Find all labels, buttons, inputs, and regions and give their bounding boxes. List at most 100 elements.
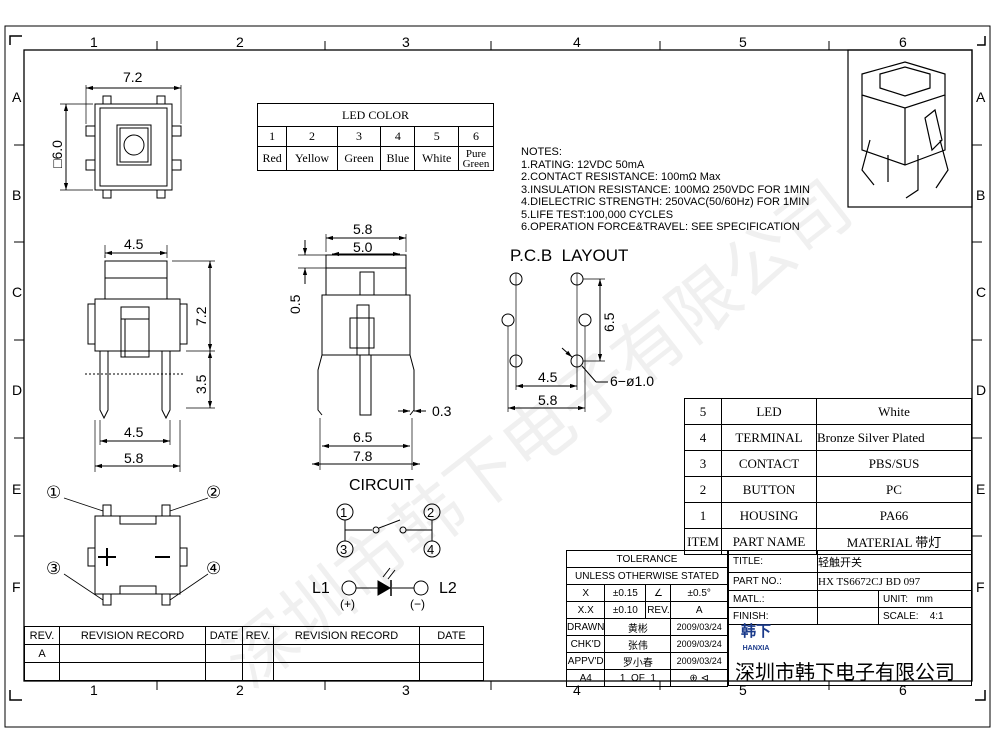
circuit-pin-1: 1 xyxy=(340,505,347,520)
svg-text:B: B xyxy=(12,187,21,203)
led-color: Red xyxy=(256,146,288,171)
part-name: BUTTON xyxy=(721,476,817,503)
isometric-view xyxy=(847,49,973,208)
tol-angle-value: ±0.5° xyxy=(670,584,728,602)
bottom-pin-3: ③ xyxy=(46,559,61,578)
front-dim-width: 5.8 xyxy=(124,450,144,466)
led-num: 1 xyxy=(256,126,288,147)
svg-text:4: 4 xyxy=(573,682,581,698)
pcb-layout-title: P.C.B LAYOUT xyxy=(510,246,628,265)
svg-text:A: A xyxy=(12,89,22,105)
note-line: 5.LIFE TEST:100,000 CYCLES xyxy=(521,208,674,221)
led-num: 3 xyxy=(336,126,382,147)
rev-header: REVISION RECORD xyxy=(273,626,420,645)
rev-header: DATE xyxy=(205,626,243,645)
chkd-label: CHK'D xyxy=(565,635,606,653)
note-line: 6.OPERATION FORCE&TRAVEL: SEE SPECIFICAT… xyxy=(521,221,800,233)
svg-text:F: F xyxy=(12,579,21,595)
apprvd-name: 罗小春 xyxy=(604,652,672,670)
tol-rev-label: REV. xyxy=(645,601,672,619)
revision-table: REV. REVISION RECORD DATE REV. REVISION … xyxy=(24,626,484,681)
pcb-hole-label: 6−ø1.0 xyxy=(610,373,654,389)
svg-text:E: E xyxy=(976,481,985,497)
apprvd-label: APPV'D xyxy=(565,652,606,670)
part-item: 2 xyxy=(684,476,722,503)
led-num: 2 xyxy=(286,126,338,147)
title-value: 轻触开关 xyxy=(817,550,972,573)
svg-text:1: 1 xyxy=(90,34,98,50)
tol-x-value: ±0.15 xyxy=(604,584,647,602)
svg-text:3: 3 xyxy=(402,34,410,50)
inner-border xyxy=(23,49,973,682)
note-line: 2.CONTACT RESISTANCE: 100mΩ Max xyxy=(521,171,721,183)
part-no-label: PART NO.: xyxy=(728,572,818,591)
bottom-pin-2: ② xyxy=(206,483,221,502)
outer-border xyxy=(4,25,991,728)
part-name: CONTACT xyxy=(721,450,817,477)
drawn-label: DRAWN xyxy=(565,618,606,636)
led-num: 4 xyxy=(380,126,416,147)
led-color-title: LED COLOR xyxy=(257,103,494,127)
bottom-pin-4: ④ xyxy=(206,559,221,578)
svg-text:5: 5 xyxy=(739,34,747,50)
unit-label: UNIT: xyxy=(883,593,908,605)
led-left-label: L1 xyxy=(312,580,330,597)
top-view-width-label: 7.2 xyxy=(123,69,143,85)
part-material: White xyxy=(816,398,972,425)
led-num: 5 xyxy=(414,126,459,147)
rev-header: REV. xyxy=(242,626,274,645)
sheet-size: A4 xyxy=(565,669,606,687)
unit-cell: UNIT: mm xyxy=(878,590,972,608)
side-dim-inner: 5.0 xyxy=(353,239,373,255)
projection-icon: ⊕ ⊲ xyxy=(670,669,728,687)
company-logo: 韩下 HANXIA xyxy=(741,624,771,656)
front-dim-pin-span: 4.5 xyxy=(124,424,144,440)
svg-text:2: 2 xyxy=(236,34,244,50)
svg-text:C: C xyxy=(12,284,22,300)
top-view xyxy=(60,85,182,199)
part-material: PBS/SUS xyxy=(816,450,972,477)
side-dim-travel: 0.5 xyxy=(287,294,303,314)
led-color: White xyxy=(414,146,459,171)
svg-text:1: 1 xyxy=(90,682,98,698)
part-name: HOUSING xyxy=(721,502,817,529)
note-line: 3.INSULATION RESISTANCE: 100MΩ 250VDC FO… xyxy=(521,183,810,196)
side-dim-total: 7.8 xyxy=(353,448,373,464)
drawn-name: 黄彬 xyxy=(604,618,672,636)
led-minus-label: (−) xyxy=(410,597,425,611)
svg-text:3: 3 xyxy=(402,682,410,698)
top-view-height-label: □6.0 xyxy=(49,140,65,168)
led-color-table: LED COLOR 1 2 3 4 5 6 Red Yellow Green B… xyxy=(256,103,494,171)
pcb-dim-inner: 4.5 xyxy=(538,369,558,385)
rev-header: DATE xyxy=(419,626,484,645)
circuit-pin-2: 2 xyxy=(427,505,434,520)
front-dim-pin: 3.5 xyxy=(193,374,209,394)
scale-label: SCALE: xyxy=(883,610,919,622)
scale-cell: SCALE: 4:1 xyxy=(878,607,972,625)
sheet-count: 1 OF 1 xyxy=(604,669,672,687)
pcb-dim-height: 6.5 xyxy=(601,312,617,332)
svg-text:C: C xyxy=(976,284,986,300)
unit-value: mm xyxy=(916,593,934,605)
led-color: Yellow xyxy=(286,146,338,171)
part-item: 3 xyxy=(684,450,722,477)
svg-text:A: A xyxy=(976,89,986,105)
notes: NOTES: 1.RATING: 12VDC 50mA 2.CONTACT RE… xyxy=(521,146,810,234)
part-material: Bronze Silver Plated xyxy=(816,424,972,451)
company-name: 深圳市韩下电子有限公司 xyxy=(735,660,955,684)
svg-text:5: 5 xyxy=(739,682,747,698)
part-no-value: HX TS6672CJ BD 097 xyxy=(817,572,972,591)
title-block: TITLE:轻触开关 PART NO.:HX TS6672CJ BD 097 M… xyxy=(728,550,972,686)
led-right-label: L2 xyxy=(439,580,457,597)
logo-sub: HANXIA xyxy=(742,645,770,652)
drawn-date: 2009/03/24 xyxy=(670,618,728,636)
tolerance-title: TOLERANCE xyxy=(566,550,728,568)
front-dim-top: 4.5 xyxy=(124,236,144,252)
svg-text:E: E xyxy=(12,481,21,497)
led-num: 6 xyxy=(458,126,494,147)
part-name: LED xyxy=(721,398,817,425)
zone-labels: 1 2 3 4 5 6 1 2 3 4 5 6 A B C D E F A B … xyxy=(12,34,986,698)
part-item: 4 xyxy=(684,424,722,451)
circuit-title: CIRCUIT xyxy=(349,477,414,494)
